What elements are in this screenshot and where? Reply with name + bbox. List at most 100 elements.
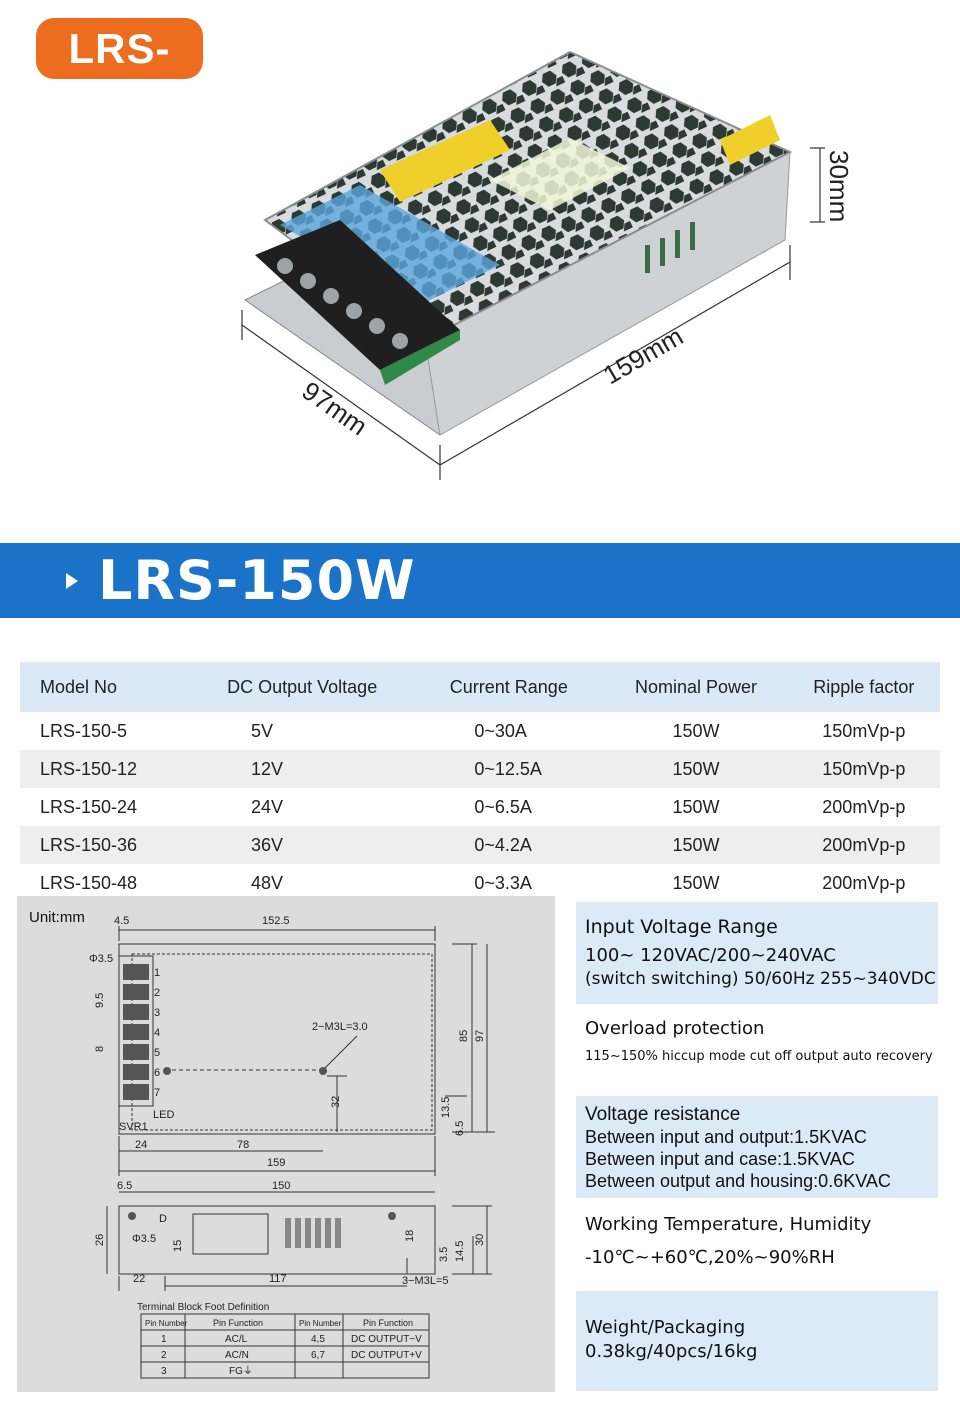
terminal-cell: AC/N xyxy=(225,1350,249,1361)
cell-power: 150W xyxy=(604,750,788,788)
temperature-title: Working Temperature, Humidity xyxy=(585,1214,872,1235)
cell-model: LRS-150-24 xyxy=(40,796,138,817)
dim-97: 97 xyxy=(474,1030,486,1042)
cell-ripple: 200mVp-p xyxy=(822,796,906,817)
led-label: LED xyxy=(153,1109,174,1121)
dim-152-5: 152.5 xyxy=(262,915,290,927)
terminal-header: Pin Function xyxy=(213,1318,263,1328)
header-output-voltage: DC Output Voltage xyxy=(191,662,415,712)
table-row: LRS-150-24 24V 0~6.5A 150W 200mVp-p xyxy=(20,788,940,826)
dimension-drawing: Unit:mm xyxy=(29,909,495,1379)
terminal-cell: AC/L xyxy=(225,1334,248,1345)
banner-title: LRS-150W xyxy=(98,549,416,612)
cell-model: LRS-150-5 xyxy=(40,720,128,741)
dim-height-label: 30mm xyxy=(824,150,854,222)
unit-label: Unit:mm xyxy=(29,909,85,926)
cell-power: 150W xyxy=(604,826,788,864)
table-header-row: Model No DC Output Voltage Current Range… xyxy=(20,662,940,712)
cell-model: LRS-150-12 xyxy=(20,750,191,788)
pin-label: 3 xyxy=(154,1007,160,1019)
cell-current: 0~6.5A xyxy=(474,796,532,817)
cell-power: 150W xyxy=(672,796,720,817)
cell-voltage: 12V xyxy=(191,750,415,788)
dim-15: 15 xyxy=(172,1240,184,1252)
dim-9-5: 9.5 xyxy=(94,993,106,1008)
screw-label-side: 3−M3L=5 xyxy=(402,1275,448,1287)
technical-drawing xyxy=(17,896,555,1392)
weight-text: 0.38kg/40pcs/16kg xyxy=(585,1341,758,1362)
voltage-resistance-title: Voltage resistance xyxy=(585,1104,741,1125)
input-voltage-box xyxy=(576,902,938,1004)
title-banner xyxy=(0,543,960,618)
voltage-resistance-box xyxy=(576,1096,938,1198)
terminal-header: Pin Number xyxy=(299,1319,342,1328)
table-row: LRS-150-5 5V 0~30A 150W 150mVp-p xyxy=(20,712,940,750)
dim-14-5: 14.5 xyxy=(454,1241,466,1262)
terminal-cell: 1 xyxy=(161,1334,167,1345)
voltage-resistance-line3: Between output and housing:0.6KVAC xyxy=(585,1171,891,1191)
terminal-header: Pin Number xyxy=(145,1319,188,1328)
cell-power: 150W xyxy=(672,720,720,741)
cell-ripple: 150mVp-p xyxy=(787,750,940,788)
dim-18: 18 xyxy=(404,1230,416,1242)
cell-current: 0~12.5A xyxy=(414,750,605,788)
cell-model: LRS-150-48 xyxy=(40,872,138,893)
pin-label: 7 xyxy=(154,1087,160,1099)
dim-24: 24 xyxy=(135,1139,147,1151)
dim-85: 85 xyxy=(458,1030,470,1042)
product-photo: 30mm 159mm 97mm xyxy=(241,50,854,480)
dim-30: 30 xyxy=(474,1234,486,1246)
cell-voltage: 36V xyxy=(191,826,415,864)
dim-3-5: 3.5 xyxy=(438,1247,450,1262)
header-ripple: Ripple factor xyxy=(787,662,940,712)
overload-title: Overload protection xyxy=(585,1018,765,1039)
dim-117: 117 xyxy=(269,1273,287,1285)
pin-label: 1 xyxy=(154,967,160,979)
svr-label: SVR1 xyxy=(119,1121,148,1133)
pin-label: 2 xyxy=(154,987,160,999)
input-voltage-title: Input Voltage Range xyxy=(585,916,778,938)
spec-table: Model No DC Output Voltage Current Range… xyxy=(20,662,940,902)
dim-32: 32 xyxy=(330,1096,342,1108)
dim-4-5: 4.5 xyxy=(114,915,129,927)
cell-ripple: 150mVp-p xyxy=(822,720,906,741)
weight-box xyxy=(576,1291,938,1391)
temperature-text: -10℃~+60℃,20%~90%RH xyxy=(585,1247,835,1268)
table-row: LRS-150-12 12V 0~12.5A 150W 150mVp-p xyxy=(20,750,940,788)
dim-phi-top: Φ3.5 xyxy=(89,953,113,965)
table-row: LRS-150-36 36V 0~4.2A 150W 200mVp-p xyxy=(20,826,940,864)
cell-ripple: 200mVp-p xyxy=(822,872,906,893)
terminal-cell: DC OUTPUT−V xyxy=(351,1334,422,1345)
terminal-cell: FG⏚ xyxy=(229,1365,253,1377)
terminal-cell: DC OUTPUT+V xyxy=(351,1350,422,1361)
dim-phi-side: Φ3.5 xyxy=(132,1233,156,1245)
dim-6-5-top: 6.5 xyxy=(454,1121,466,1136)
cell-current: 0~4.2A xyxy=(414,826,605,864)
header-model-no: Model No xyxy=(20,662,191,712)
dim-26: 26 xyxy=(94,1234,106,1246)
overload-text: 115~150% hiccup mode cut off output auto… xyxy=(585,1049,933,1064)
dim-159: 159 xyxy=(267,1157,285,1169)
cell-model: LRS-150-36 xyxy=(20,826,191,864)
dim-6-5-side: 6.5 xyxy=(117,1180,132,1192)
terminal-cell: 3 xyxy=(161,1366,167,1377)
terminal-cell: 4,5 xyxy=(311,1334,325,1345)
pin-label: 4 xyxy=(154,1027,160,1039)
cell-voltage: 48V xyxy=(251,872,284,893)
screw-label-top: 2−M3L=3.0 xyxy=(312,1021,368,1033)
cell-current: 0~30A xyxy=(474,720,527,741)
terminal-title: Terminal Block Foot Definition xyxy=(137,1302,269,1313)
voltage-resistance-line1: Between input and output:1.5KVAC xyxy=(585,1127,867,1147)
cell-ripple: 200mVp-p xyxy=(787,826,940,864)
weight-title: Weight/Packaging xyxy=(585,1317,746,1338)
header-nominal-power: Nominal Power xyxy=(604,662,788,712)
table-row: LRS-150-48 48V 0~3.3A 150W 200mVp-p xyxy=(20,864,940,902)
dim-78: 78 xyxy=(237,1139,249,1151)
header-current-range: Current Range xyxy=(414,662,605,712)
dim-22: 22 xyxy=(133,1273,145,1285)
pin-label: 6 xyxy=(154,1067,160,1079)
triangle-icon xyxy=(66,573,78,589)
dim-13-5: 13.5 xyxy=(440,1097,452,1118)
terminal-cell: 2 xyxy=(161,1350,167,1361)
dim-150: 150 xyxy=(272,1180,290,1192)
